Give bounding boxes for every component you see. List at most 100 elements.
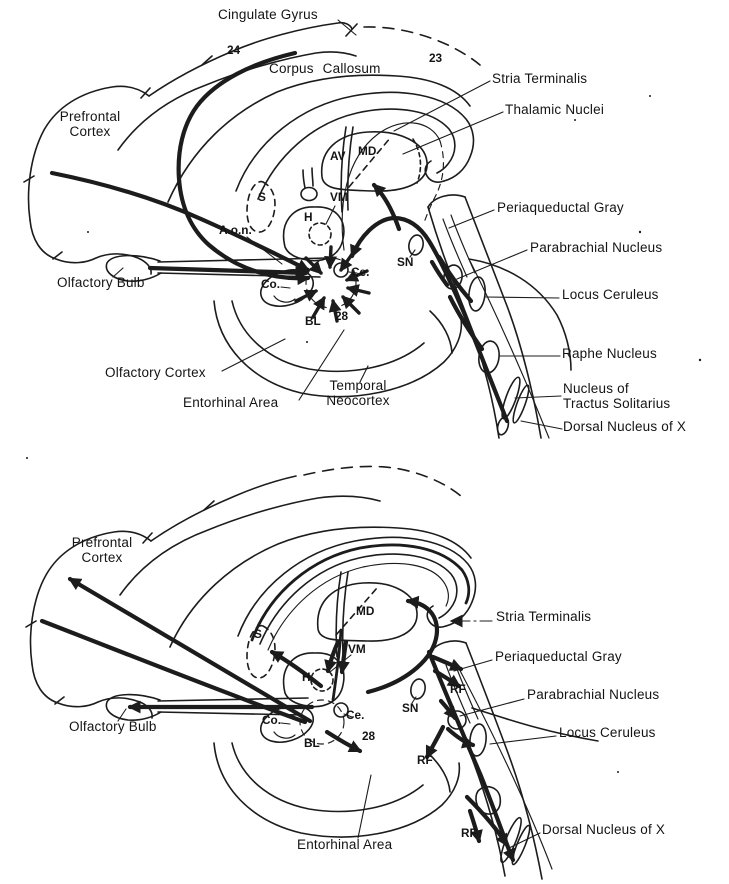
label-corpus-callosum: Corpus Callosum — [269, 61, 381, 76]
locus-ceruleus-efferent — [445, 726, 476, 749]
speck — [574, 119, 576, 121]
label-cingulate-gyrus: Cingulate Gyrus — [218, 7, 318, 22]
central-nucleus — [333, 702, 349, 718]
entorhinal-efferent — [324, 729, 363, 754]
leader-co — [280, 286, 291, 289]
septum-outline — [246, 180, 276, 233]
pag-efferent — [430, 654, 464, 672]
septum-outline — [246, 624, 276, 679]
bottom-panel-drawing — [25, 465, 599, 880]
olfactory-tract — [157, 697, 309, 716]
corpus-callosum-inner — [257, 108, 456, 200]
dorsal-x-efferent — [464, 794, 510, 848]
leader-olfactory-bulb — [117, 708, 127, 722]
thalamus-edge-dashed — [412, 138, 422, 184]
pag-efferent — [432, 668, 462, 689]
cingulum-tract — [176, 50, 311, 286]
fourth-ventricle-floor — [469, 260, 550, 439]
speck — [617, 771, 619, 773]
afferent-ray — [328, 298, 342, 323]
speck — [698, 358, 702, 362]
label-dorsal-nucleus-x: Dorsal Nucleus of X — [563, 419, 687, 434]
leader-sn — [409, 249, 416, 258]
periaqueductal-gray-lines — [442, 214, 476, 278]
substantia-nigra — [408, 234, 424, 256]
label-vm: VM — [348, 642, 366, 656]
leader-dorsal-x — [520, 420, 563, 430]
cingulate-sulcus — [119, 495, 381, 596]
substantia-nigra — [410, 678, 426, 700]
label-prefrontal-cortex: Prefrontal Cortex — [59, 109, 121, 139]
hippocampal-arc — [427, 752, 451, 793]
hypothalamus-outline — [282, 652, 345, 708]
label-parabrachial-nucleus: Parabrachial Nucleus — [530, 240, 663, 255]
leader-entorhinal — [357, 774, 372, 839]
corticomedial-curl — [273, 731, 296, 739]
stria-terminalis-path-dashed — [423, 140, 445, 224]
label-area-23: 23 — [429, 51, 443, 65]
label-olfactory-bulb: Olfactory Bulb — [69, 719, 157, 734]
label-hypothalamus: H — [304, 210, 313, 224]
label-sn: SN — [402, 701, 419, 715]
locus-ceruleus-shape — [468, 276, 486, 312]
hypothalamus-outline — [282, 206, 345, 262]
afferent-ray — [324, 245, 338, 270]
tractus-solitarius-shape — [501, 376, 521, 420]
cortex-outline-dashed — [303, 465, 463, 498]
label-prefrontal-cortex: Prefrontal Cortex — [71, 535, 133, 565]
label-co: Co. — [261, 277, 281, 291]
leader-periaqueductal — [448, 209, 495, 229]
label-nucleus-tractus-solitarius: Nucleus of Tractus Solitarius — [563, 381, 671, 411]
label-stria-terminalis: Stria Terminalis — [492, 71, 588, 86]
hypothalamic-efferent — [324, 639, 341, 674]
raphe-branch — [447, 294, 485, 352]
temporal-lobe-inner — [231, 742, 424, 813]
speck — [87, 231, 89, 233]
thalamus-outline — [316, 582, 418, 642]
cortex-outline — [29, 530, 152, 665]
leader-ce — [348, 271, 358, 274]
label-stria-terminalis: Stria Terminalis — [496, 609, 592, 624]
label-raphe-nucleus: Raphe Nucleus — [562, 346, 657, 361]
brainstem-afferent-trunk — [349, 215, 510, 424]
corpus-callosum-outer — [235, 91, 475, 192]
cortex-outline — [27, 85, 150, 221]
speck — [26, 457, 28, 459]
septal-efferent — [269, 649, 324, 689]
septal-columns — [302, 167, 314, 189]
temporal-lobe-outer — [213, 742, 461, 838]
afferent-ray — [311, 295, 326, 319]
label-bl: BL — [304, 736, 320, 750]
label-area-28: 28 — [335, 309, 349, 323]
leader-co — [280, 722, 291, 725]
temporal-lobe-outer — [213, 300, 463, 398]
rf-efferent — [424, 724, 446, 760]
brainstem-right-edge — [464, 196, 542, 439]
label-locus-ceruleus: Locus Ceruleus — [562, 287, 659, 302]
label-thalamic-nuclei: Thalamic Nuclei — [505, 102, 605, 117]
stria-terminalis-band — [250, 543, 471, 642]
label-parabrachial-nucleus: Parabrachial Nucleus — [527, 687, 660, 702]
label-temporal-neocortex: Temporal Neocortex — [326, 378, 390, 408]
stria-terminalis-path — [341, 122, 441, 251]
label-area-24: 24 — [227, 43, 241, 57]
photocopy-specks — [26, 95, 702, 773]
temporal-lobe-inner — [231, 300, 425, 373]
afferent-ray — [304, 256, 323, 275]
label-co: Co. — [262, 713, 282, 727]
label-entorhinal-area: Entorhinal Area — [297, 837, 393, 852]
prefrontal-amygdala-tract — [49, 170, 311, 273]
label-aon: A.o.n. — [219, 223, 252, 237]
amygdala-boundary — [305, 257, 357, 309]
label-sn: SN — [397, 255, 414, 269]
parabrachial-efferent — [438, 698, 458, 721]
leader-dorsal-x — [506, 832, 541, 850]
md-efferent-arrow — [365, 595, 440, 695]
label-septum: S — [258, 190, 266, 204]
leader-locus-ceruleus — [485, 296, 560, 299]
callosal-sulcus — [167, 74, 471, 203]
leader-aon — [246, 236, 283, 265]
cerebellum-outline — [471, 707, 599, 742]
label-dorsal-nucleus-x: Dorsal Nucleus of X — [542, 822, 666, 837]
